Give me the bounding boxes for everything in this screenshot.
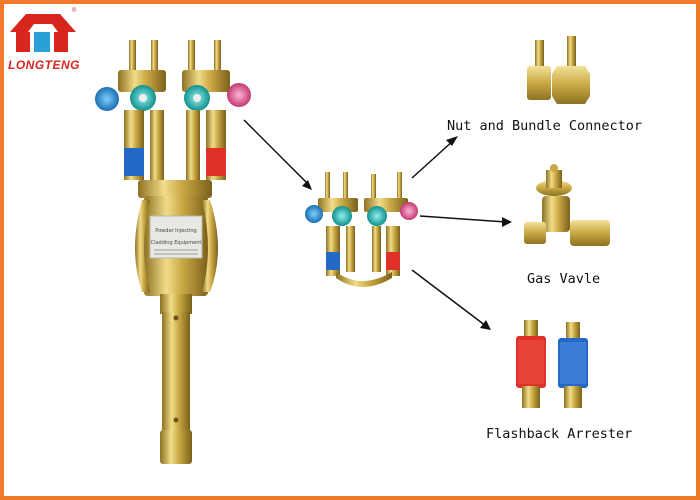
assembly-knob-blue-icon xyxy=(305,205,323,223)
torch-plate-line1: Powder Injecting xyxy=(155,228,196,234)
torch-knob-blue-icon xyxy=(95,87,119,111)
assembly-knob-pink-icon xyxy=(400,202,418,220)
flashback-arresters xyxy=(516,320,588,408)
label-nut-bundle-connector: Nut and Bundle Connector xyxy=(447,118,643,134)
powder-torch: Powder Injecting Cladding Equipment xyxy=(95,40,251,464)
nut-bundle-connector xyxy=(527,36,590,104)
longteng-logo-icon xyxy=(10,14,76,52)
registered-mark: ® xyxy=(72,8,77,14)
torch-red-band xyxy=(206,148,226,176)
callout-arrows xyxy=(243,119,512,330)
assembly-knob-teal-icon xyxy=(367,206,387,226)
torch-plate-line2: Cladding Equipment xyxy=(151,240,202,246)
torch-hose-nipples xyxy=(129,40,221,72)
label-gas-valve: Gas Vavle xyxy=(527,271,601,287)
brand-name: LONGTENG xyxy=(8,58,80,72)
label-flashback-arrester: Flashback Arrester xyxy=(486,426,633,442)
assembly-knob-teal-icon xyxy=(332,206,352,226)
gas-valve xyxy=(524,164,610,246)
torch-knob-pink-icon xyxy=(227,83,251,107)
torch-head-assembly xyxy=(305,172,418,287)
torch-blue-band xyxy=(124,148,144,176)
